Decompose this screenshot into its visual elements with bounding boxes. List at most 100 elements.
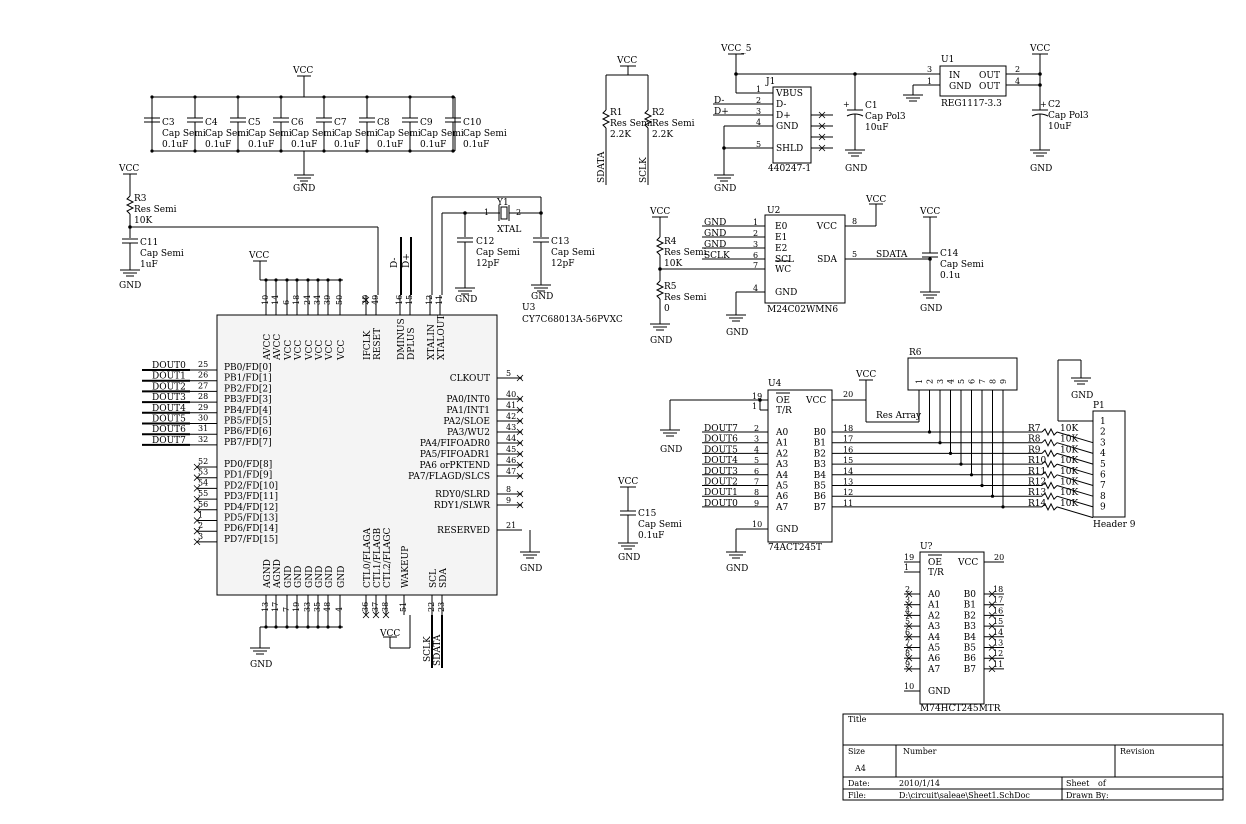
u4-pin-num-gnd: 10 [752,520,762,529]
u3-pin-name-left: PD0/FD[8] [224,460,272,470]
date-label: Date: [848,779,870,788]
r4-ref: R4 [664,237,677,247]
u4-pin-num-b: 17 [843,435,853,444]
p1-pin-num: 1 [1100,417,1106,427]
u1-pin-out1: OUT [979,71,1000,81]
u3-pin-num-left: 55 [198,489,208,498]
u3-pin-name-bottom: CTL1/FLAGB [373,527,383,588]
vcc-label-u3: VCC [248,251,269,261]
u3-pin-num-right: 43 [506,423,516,432]
u3-pin-name-left: PB3/FD[3] [224,395,272,405]
u3-pin-name-right: RDY1/SLWR [434,501,490,511]
uq-pin-num-a: 4 [905,606,910,615]
pullup-resistor-ref: R13 [1028,488,1047,498]
sheet-of: of [1098,779,1107,788]
pullup-resistor-value: 10K [1060,445,1078,455]
u3-pin-name-top: VCC [305,340,315,361]
gnd-label-u3: GND [250,660,272,670]
u3-pin-num-bottom: 37 [371,602,380,612]
u3-pin-num-bottom: 51 [399,602,408,612]
cap-c5-type: Cap Semi [248,129,292,139]
uq-pin-num-b: 11 [993,660,1003,669]
svg-text:2: 2 [516,208,521,217]
u3-pin-name-left: PB6/FD[6] [224,427,272,437]
dplus-net-j1: D+ [714,107,729,117]
u4-net-dout: DOUT6 [704,435,738,445]
u1-pin-gnd: GND [949,82,971,92]
u3-pin-num-left: 2 [198,521,203,530]
r3-resistor [125,195,135,215]
u3-pin-name-right: CLKOUT [450,374,490,384]
uq-pin-name-b: B7 [964,665,977,675]
u2-net-label: GND [704,240,726,250]
u3-pin-num-right: 40 [506,390,516,399]
u3-pin-name-top: VCC [294,340,304,361]
vcc-label-u1: VCC [1029,44,1050,54]
u4-pin-num-ctrl: 1 [752,402,757,411]
u3-pin-num-right: 46 [506,456,516,465]
u3-pin-num-top: 10 [261,295,270,305]
r2-value: 2.2K [652,130,673,140]
pullup-resistor [1041,449,1058,458]
pullup-resistor-value: 10K [1060,488,1078,498]
cap-c8-type: Cap Semi [377,129,421,139]
uq-part: M74HCT245MTR [920,704,1001,714]
j1-pin-name: D+ [776,111,791,121]
r4-value: 10K [664,259,682,269]
u3-pin-num-left: 53 [198,468,208,477]
file-value: D:\circuit\saleae\Sheet1.SchDoc [899,791,1030,800]
sclk-net-u3: SCLK [423,636,433,662]
u3-pin-num-bottom: 17 [271,602,280,612]
u4-ref: U4 [768,379,782,389]
u2-pin-num-right: 8 [852,217,857,226]
u3-net-dout: DOUT0 [152,361,186,371]
r6-pin-num: 3 [936,379,945,384]
u3-pin-num-right: 44 [506,434,516,443]
u3-pin-name-left: PB7/FD[7] [224,438,272,448]
u4-pin-num-a: 6 [754,467,759,476]
u2-net-label: SCLK [704,251,730,261]
cap-c3-value: 0.1uF [162,140,188,150]
u2-pin-num-left: 4 [753,284,758,293]
r4-type: Res Semi [664,248,707,258]
u3-pin-num-left: 26 [198,371,208,380]
gnd-label-c11: GND [119,281,141,291]
vcc-label-u4: VCC [855,370,876,380]
u3-pin-num-right: 9 [506,496,511,505]
u3-pin-num-left: 29 [198,403,208,412]
j1-part: 440247-1 [768,164,811,174]
gnd-label-reserved: GND [520,564,542,574]
u3-pin-num-bottom: 7 [282,607,291,612]
size-label: Size [848,747,865,756]
gnd-symbol-capbank [294,174,314,185]
u4-pin-name-ctrl: T/R [776,406,792,416]
r6-resistor-array [907,357,1018,391]
u3-pin-name-top: VCC [315,340,325,361]
title-block: Title Size A4 Number Revision Date: 2010… [842,713,1224,801]
u3-net-dout: DOUT7 [152,436,186,446]
vcc-label-c15: VCC [617,477,638,487]
u4-pin-name-b: B1 [814,439,826,449]
r2-resistor [643,109,653,129]
cap-c10-ref: C10 [463,118,482,128]
sclk-net-r2: SCLK [639,157,649,183]
u3-pin-num-top: 12 [425,295,434,305]
p1-pin-num: 7 [1100,481,1106,491]
uq-pin-name-b: B0 [964,590,977,600]
u3-pin-name-top: XTALOUT [437,315,447,360]
u3-pin-num-right: 41 [506,401,516,410]
u4-pin-num-a: 3 [754,435,759,444]
u3-pin-name-left: PD6/FD[14] [224,524,278,534]
c15-ref: C15 [638,509,657,519]
pullup-resistor-value: 10K [1060,435,1078,445]
size-value: A4 [854,764,866,773]
u3-pin-num-bottom: 48 [323,602,332,612]
uq-pin-name-b: B1 [964,601,976,611]
c14-ref: C14 [940,249,959,259]
r2-type: Res Semi [652,119,695,129]
u3-pin-name-right: PA0/INT0 [446,395,490,405]
u3-pin-name-right: PA7/FLAGD/SLCS [408,472,490,482]
u4-pin-num-a: 9 [754,499,759,508]
cap-c5-value: 0.1uF [248,140,274,150]
